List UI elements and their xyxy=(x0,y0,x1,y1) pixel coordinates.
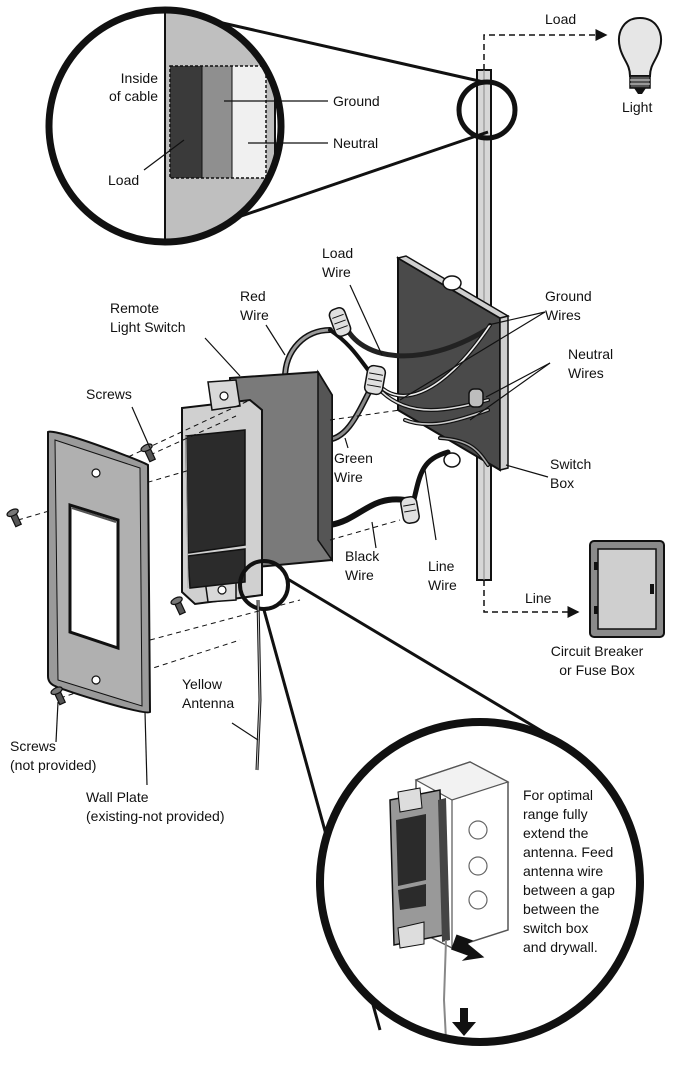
line-wire-line-1: Line xyxy=(428,558,455,574)
yellow-antenna-line-2: Antenna xyxy=(182,695,234,711)
label-yellow-antenna: Yellow Antenna xyxy=(182,676,234,711)
arrow-left-icon xyxy=(451,934,485,961)
antenna-note-line-6: between a gap xyxy=(523,882,615,898)
label-screws-top: Screws xyxy=(86,386,132,402)
label-ground-inset: Ground xyxy=(333,93,380,109)
remote-switch-line-1: Remote xyxy=(110,300,159,316)
label-red-wire: Red Wire xyxy=(240,288,269,323)
remote-switch-device xyxy=(181,369,333,606)
inside-cable-line-1: Inside xyxy=(121,70,159,86)
label-neutral-wires: Neutral Wires xyxy=(568,346,613,381)
screws xyxy=(6,443,187,706)
label-ground-wires: Ground Wires xyxy=(545,288,592,323)
screws-bottom-line-2: (not provided) xyxy=(10,757,96,773)
wall-plate xyxy=(47,430,152,714)
load-arrow xyxy=(483,29,608,70)
antenna-note-line-8: switch box xyxy=(523,920,588,936)
yellow-antenna-line-1: Yellow xyxy=(182,676,223,692)
light-bulb-icon xyxy=(618,16,662,94)
antenna-note-line-7: between the xyxy=(523,901,599,917)
neutral-wires-line-1: Neutral xyxy=(568,346,613,362)
switch-box-line-1: Switch xyxy=(550,456,591,472)
antenna-note-line-9: and drywall. xyxy=(523,939,598,955)
label-breaker: Circuit Breaker or Fuse Box xyxy=(551,643,644,678)
screws-bottom-line-1: Screws xyxy=(10,738,56,754)
green-wire-line-1: Green xyxy=(334,450,373,466)
antenna-note-line-1: For optimal xyxy=(523,787,593,803)
black-wire-line-2: Wire xyxy=(345,567,374,583)
label-green-wire: Green Wire xyxy=(334,450,373,485)
red-wire-line-1: Red xyxy=(240,288,266,304)
load-wire-line-1: Load xyxy=(322,245,353,261)
antenna-note-line-2: range fully xyxy=(523,806,588,822)
neutral-wires-line-2: Wires xyxy=(568,365,604,381)
yellow-antenna xyxy=(255,599,262,771)
breaker-line-2: or Fuse Box xyxy=(559,662,634,678)
antenna-magnifier xyxy=(238,559,290,611)
red-wire-line-2: Wire xyxy=(240,307,269,323)
antenna-inset xyxy=(316,718,644,1046)
label-line: Line xyxy=(525,590,552,606)
line-arrow xyxy=(483,580,580,618)
ground-wires-line-1: Ground xyxy=(545,288,592,304)
label-inside-cable: Inside of cable xyxy=(109,70,158,104)
remote-switch-line-2: Light Switch xyxy=(110,319,185,335)
arrow-down-icon xyxy=(452,1008,476,1036)
antenna-note-line-3: extend the xyxy=(523,825,589,841)
label-neutral-inset: Neutral xyxy=(333,135,378,151)
breaker-box-icon xyxy=(589,540,665,638)
breaker-line-1: Circuit Breaker xyxy=(551,643,644,659)
leader-lines xyxy=(55,284,551,786)
line-wire-line-2: Wire xyxy=(428,577,457,593)
label-load-wire: Load Wire xyxy=(322,245,353,280)
antenna-note: For optimal range fully extend the anten… xyxy=(523,787,615,955)
wall-plate-line-2: (existing-not provided) xyxy=(86,808,225,824)
label-load-inset: Load xyxy=(108,172,139,188)
label-screws-bottom: Screws (not provided) xyxy=(10,738,96,773)
wire-nuts xyxy=(328,307,484,524)
label-remote-switch: Remote Light Switch xyxy=(110,300,185,335)
label-wall-plate: Wall Plate (existing-not provided) xyxy=(86,789,225,824)
wall-plate-line-1: Wall Plate xyxy=(86,789,149,805)
green-wire-line-2: Wire xyxy=(334,469,363,485)
antenna-note-line-5: antenna wire xyxy=(523,863,603,879)
label-black-wire: Black Wire xyxy=(345,548,380,583)
ground-wires-line-2: Wires xyxy=(545,307,581,323)
label-switch-box: Switch Box xyxy=(550,456,591,491)
label-load-top: Load xyxy=(545,11,576,27)
switch-box-line-2: Box xyxy=(550,475,574,491)
cable-inset xyxy=(45,6,328,246)
label-line-wire: Line Wire xyxy=(428,558,457,593)
inside-cable-line-2: of cable xyxy=(109,88,158,104)
antenna-note-line-4: antenna. Feed xyxy=(523,844,613,860)
label-light: Light xyxy=(622,99,652,115)
black-wire-line-1: Black xyxy=(345,548,380,564)
load-wire-line-2: Wire xyxy=(322,264,351,280)
